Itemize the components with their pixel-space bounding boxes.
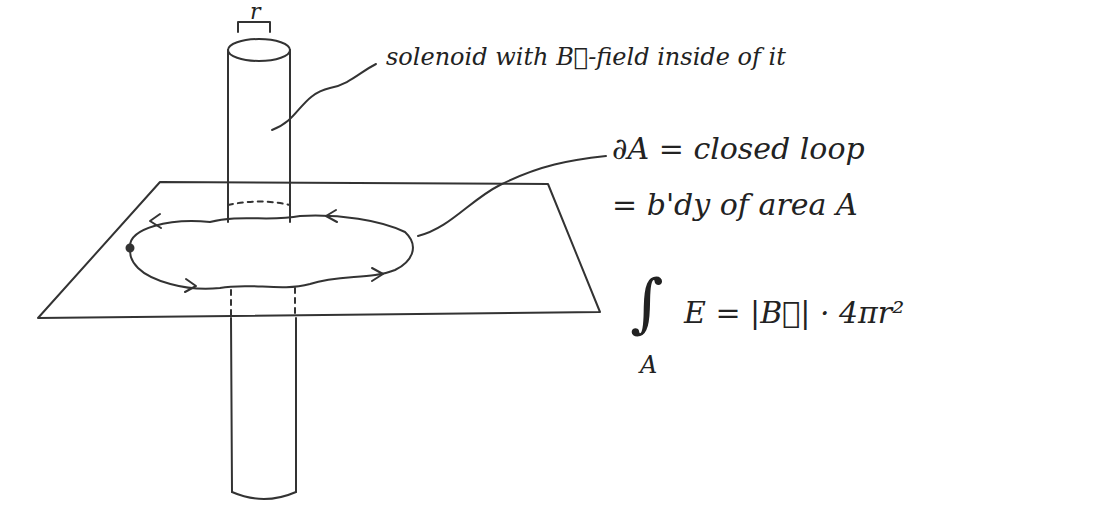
loop-point [127,245,134,252]
loop-arrow [326,210,337,222]
integral-equation: E = |B⃗| · 4πr² [684,296,904,329]
radius-label: r [250,0,261,24]
loop-arrow [150,214,161,228]
hidden-edge [231,288,295,318]
integral-sign: ∫ [630,268,663,338]
loop-label: ∂A = closed loop [612,132,865,165]
loop-arrow [185,279,196,292]
solenoid-side [228,50,290,222]
boundary-label: = b'dy of area A [612,188,858,221]
loop-arrow [372,268,383,281]
solenoid-top [228,39,290,61]
leader-line [418,156,606,236]
solenoid-bottom [232,492,296,499]
solenoid-side [231,318,296,492]
solenoid-label: solenoid with B⃗-field inside of it [386,44,786,70]
integral-domain: A [640,352,657,378]
hidden-edge [228,202,290,206]
leader-line [272,64,376,130]
closed-loop [130,216,413,289]
plane [38,182,600,318]
